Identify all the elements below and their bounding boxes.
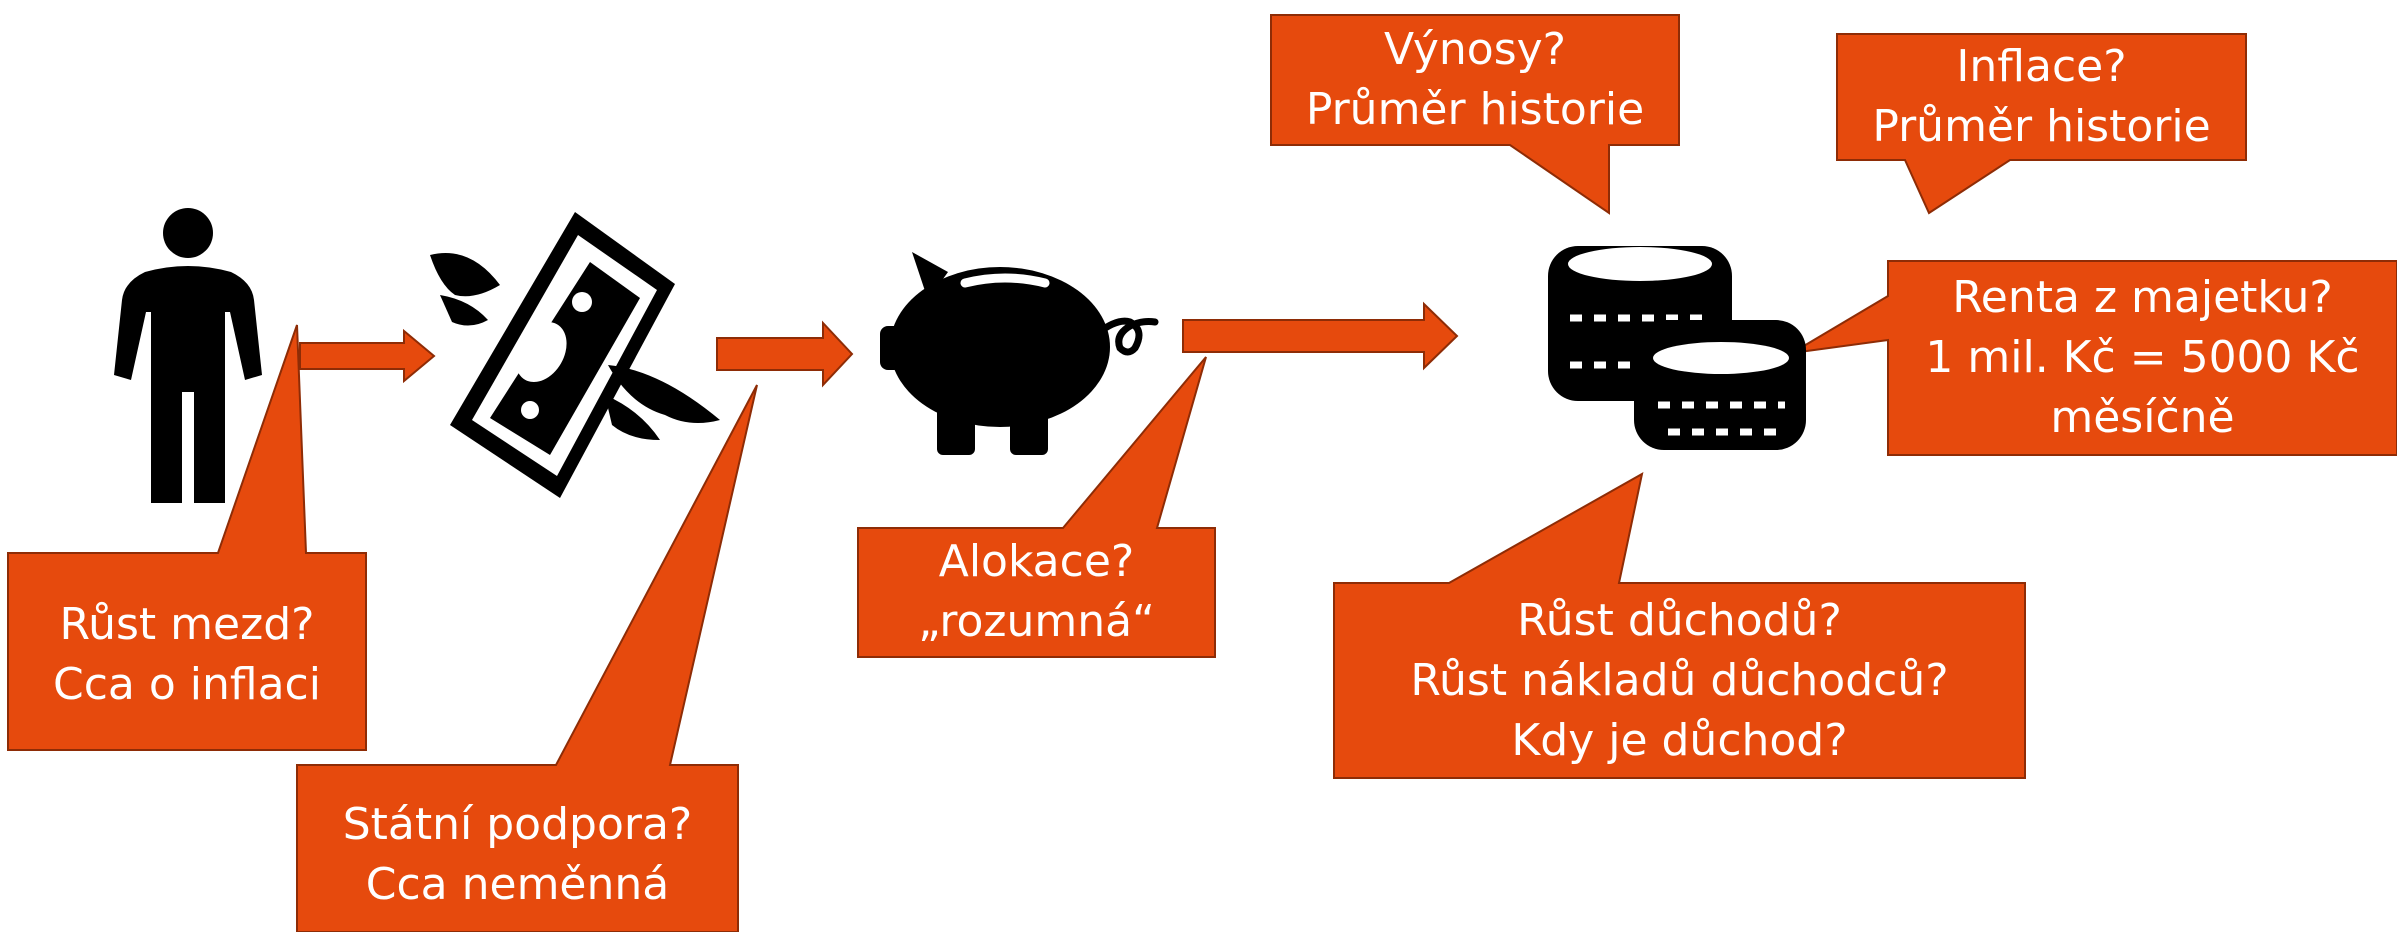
allocation-line-2: „rozumná“ <box>918 596 1155 647</box>
inflation-line-2: Průměr historie <box>1872 101 2211 152</box>
rent-line-3: měsíčně <box>2050 392 2235 443</box>
state-support-line-2: Cca neměnná <box>365 859 670 910</box>
person-icon <box>114 208 262 503</box>
pensions-line-2: Růst nákladů důchodců? <box>1410 654 1949 706</box>
coins-stack-icon <box>1548 246 1806 450</box>
rent-line-1: Renta z majetku? <box>1952 272 2333 323</box>
flow-arrow-1 <box>299 328 436 384</box>
wages-label: Růst mezd? Cca o inflaci <box>8 590 366 720</box>
pensions-callout <box>1333 472 2026 779</box>
flying-money-icon <box>430 212 720 498</box>
inflation-label: Inflace? Průměr historie <box>1837 36 2246 158</box>
pensions-line-3: Kdy je důchod? <box>1511 714 1848 766</box>
inflation-line-1: Inflace? <box>1956 41 2127 92</box>
flow-arrow-2 <box>716 320 854 388</box>
state-support-label: Státní podpora? Cca neměnná <box>297 790 738 920</box>
returns-label: Výnosy? Průměr historie <box>1271 18 1679 142</box>
pensions-line-1: Růst důchodů? <box>1517 594 1842 646</box>
wages-callout <box>7 324 367 751</box>
returns-line-1: Výnosy? <box>1383 24 1567 75</box>
returns-callout <box>1270 14 1680 215</box>
returns-line-2: Průměr historie <box>1305 84 1645 135</box>
wages-line-1: Růst mezd? <box>59 599 315 650</box>
state-support-line-1: Státní podpora? <box>342 799 693 850</box>
pensions-label: Růst důchodů? Růst nákladů důchodců? Kdy… <box>1334 588 2025 773</box>
state-support-callout <box>296 384 758 932</box>
flow-arrow-3 <box>1182 301 1459 371</box>
rent-callout <box>1791 260 2397 456</box>
inflation-callout <box>1836 33 2247 215</box>
allocation-callout <box>857 356 1216 658</box>
wages-line-2: Cca o inflaci <box>53 659 321 710</box>
rent-label: Renta z majetku? 1 mil. Kč = 5000 Kč měs… <box>1888 266 2397 450</box>
allocation-line-1: Alokace? <box>938 536 1135 587</box>
piggy-bank-icon <box>880 252 1159 455</box>
allocation-label: Alokace? „rozumná“ <box>858 532 1215 652</box>
rent-line-2: 1 mil. Kč = 5000 Kč <box>1925 332 2360 383</box>
